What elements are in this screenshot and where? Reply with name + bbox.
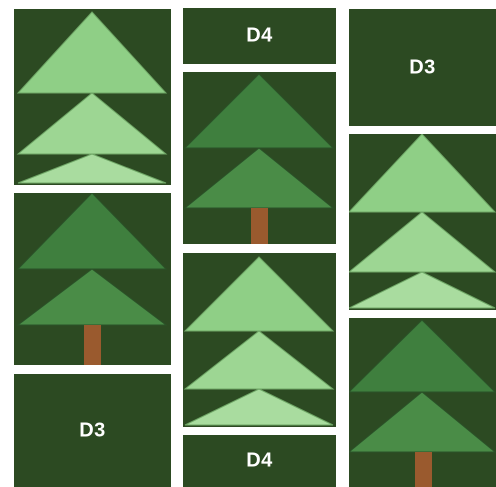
block-label: D4 bbox=[183, 25, 336, 48]
light-tree-graphic bbox=[183, 253, 336, 427]
light-tree-graphic bbox=[14, 9, 171, 185]
quilt-block-light-tree bbox=[349, 134, 496, 310]
quilt-block-dark-tree bbox=[14, 193, 171, 365]
dark-tree-graphic bbox=[349, 318, 496, 487]
quilt-block-light-tree bbox=[14, 9, 171, 185]
block-label: D4 bbox=[183, 450, 336, 473]
quilt-block-d3-left: D3 bbox=[14, 374, 171, 487]
quilt-block-dark-tree bbox=[349, 318, 496, 487]
quilt-block-d4-bottom: D4 bbox=[183, 435, 336, 487]
dark-tree-graphic bbox=[183, 72, 336, 244]
block-label: D3 bbox=[14, 419, 171, 442]
block-label: D3 bbox=[349, 56, 496, 79]
quilt-block-d3-right: D3 bbox=[349, 9, 496, 126]
light-tree-graphic bbox=[349, 134, 496, 310]
quilt-block-dark-tree bbox=[183, 72, 336, 244]
dark-tree-graphic bbox=[14, 193, 171, 365]
quilt-block-d4-top: D4 bbox=[183, 8, 336, 64]
quilt-block-light-tree bbox=[183, 253, 336, 427]
